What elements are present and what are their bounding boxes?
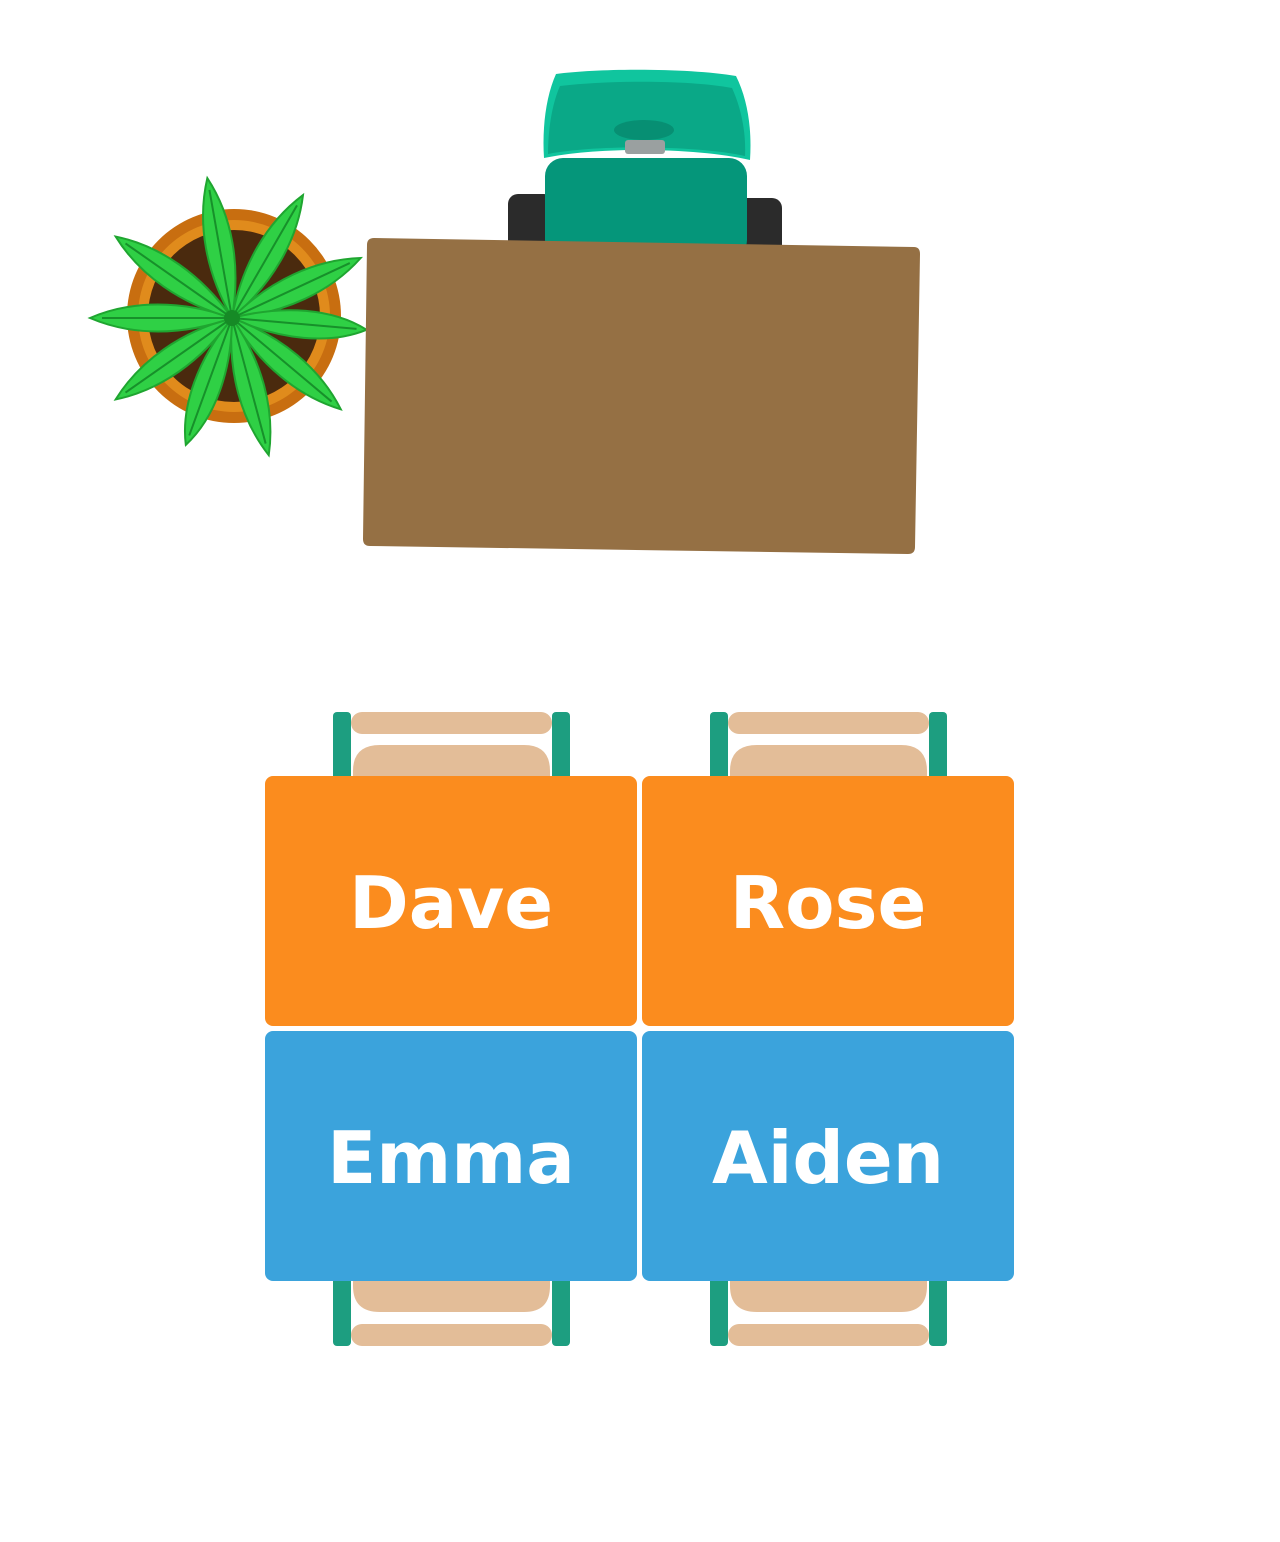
student-chair-dave <box>333 712 570 786</box>
potted-plant-icon <box>87 175 369 458</box>
desk-label-aiden: Aiden <box>712 1116 944 1200</box>
student-desk-emma: Emma <box>265 1031 637 1281</box>
student-desk-aiden: Aiden <box>642 1031 1014 1281</box>
student-chair-emma <box>333 1272 570 1346</box>
student-chair-rose <box>710 712 947 786</box>
desk-label-dave: Dave <box>349 861 553 945</box>
student-chair-aiden <box>710 1272 947 1346</box>
student-desk-rose: Rose <box>642 776 1014 1026</box>
desk-label-emma: Emma <box>327 1116 575 1200</box>
plant-leaves <box>87 175 369 458</box>
teacher-desk <box>363 238 920 554</box>
desk-label-rose: Rose <box>730 861 927 945</box>
teacher-chair-icon <box>508 69 782 258</box>
student-desk-dave: Dave <box>265 776 637 1026</box>
